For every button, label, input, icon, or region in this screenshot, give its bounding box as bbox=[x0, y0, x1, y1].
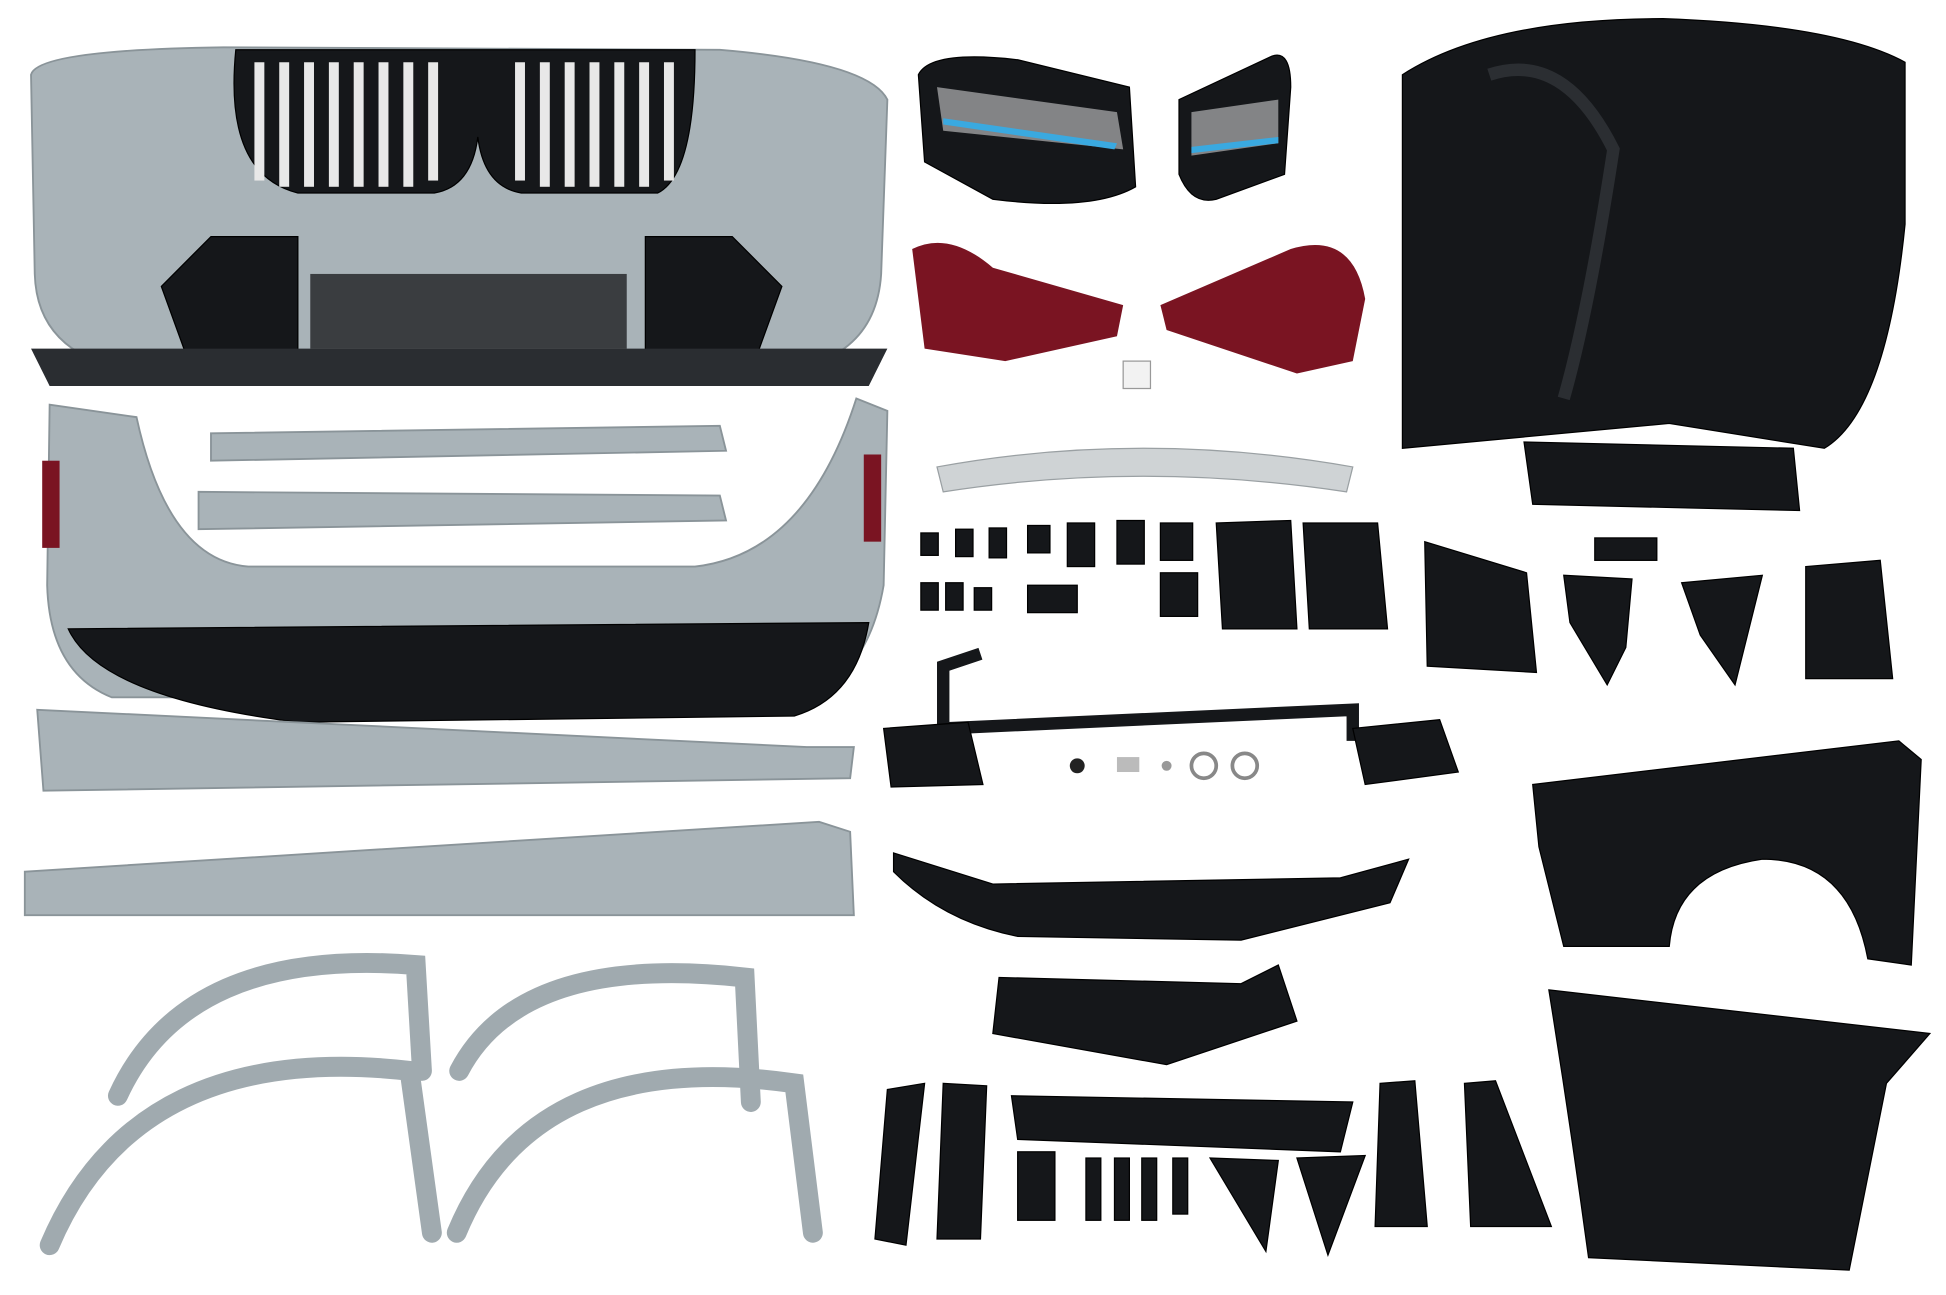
rear-reflector-left bbox=[42, 460, 60, 548]
brake-duct-right bbox=[1805, 559, 1894, 680]
radiator-support-bracket bbox=[1523, 441, 1801, 512]
front-fender-lower bbox=[1548, 989, 1932, 1271]
license-plate-bracket bbox=[1594, 537, 1658, 561]
headlight-right bbox=[1178, 54, 1292, 201]
small-trim-parts bbox=[874, 1080, 1553, 1258]
mounting-brackets bbox=[920, 519, 1389, 630]
taillight-left bbox=[912, 242, 1124, 362]
side-skirt-lower bbox=[23, 820, 855, 917]
headlight-left bbox=[917, 56, 1137, 204]
undertray bbox=[992, 964, 1298, 1066]
rear-reflector-right bbox=[863, 454, 882, 542]
lower-undertray bbox=[1010, 1095, 1354, 1153]
lower-mesh-grille bbox=[310, 273, 627, 349]
taillight-right bbox=[1160, 245, 1366, 374]
kidney-grille-slats bbox=[254, 62, 674, 187]
front-fender-upper bbox=[1532, 740, 1922, 966]
bumper-impact-bar bbox=[936, 447, 1354, 493]
fog-bracket-left bbox=[1563, 574, 1633, 687]
fog-bracket-right bbox=[1680, 574, 1764, 687]
hood bbox=[1401, 18, 1906, 449]
wiring-connector bbox=[1122, 360, 1152, 390]
rear-bumper bbox=[42, 397, 889, 723]
brake-duct-left bbox=[1424, 540, 1538, 674]
side-skirt-upper bbox=[36, 708, 855, 792]
front-bumper bbox=[30, 46, 889, 387]
wheel-arch-flares bbox=[39, 953, 823, 1256]
front-splitter bbox=[892, 852, 1410, 941]
exhaust-system bbox=[882, 647, 1460, 788]
trim-strips bbox=[197, 424, 728, 531]
